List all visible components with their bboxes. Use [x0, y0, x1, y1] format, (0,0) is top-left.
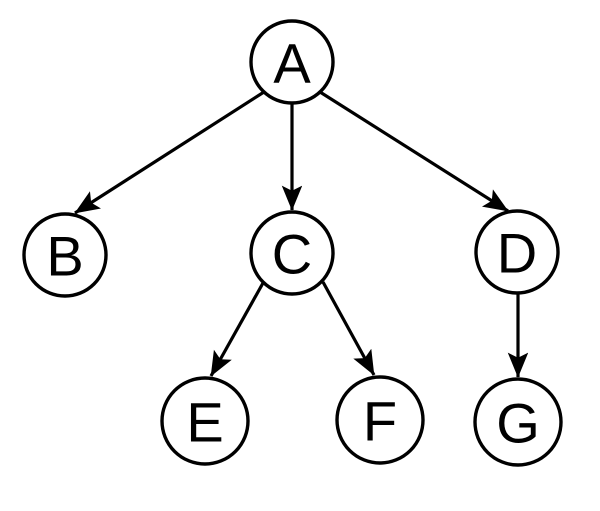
edge-line	[319, 90, 509, 213]
node-label-e: E	[186, 391, 223, 454]
edge-c-to-e	[209, 282, 265, 377]
nodes-layer: A B C D E F G	[22, 19, 563, 467]
edge-line	[321, 281, 376, 376]
node-e[interactable]: E	[160, 376, 250, 466]
node-label-g: G	[496, 392, 540, 455]
node-circle-f[interactable]	[335, 375, 425, 465]
node-label-a: A	[273, 32, 311, 95]
edge-line	[209, 282, 265, 377]
node-circle-b[interactable]	[22, 212, 108, 298]
node-circle-g[interactable]	[473, 377, 563, 467]
node-circle-e[interactable]	[160, 376, 250, 466]
node-label-b: B	[46, 225, 83, 288]
node-f[interactable]: F	[335, 375, 425, 465]
node-a[interactable]: A	[249, 19, 335, 105]
node-c[interactable]: C	[249, 210, 335, 296]
node-circle-d[interactable]	[474, 209, 560, 295]
node-g[interactable]: G	[473, 377, 563, 467]
node-circle-a[interactable]	[249, 19, 335, 105]
node-label-f: F	[363, 390, 397, 453]
edge-line	[74, 90, 265, 215]
edge-c-to-f	[321, 281, 376, 376]
edge-a-to-d	[319, 90, 509, 213]
node-circle-c[interactable]	[249, 210, 335, 296]
node-label-c: C	[272, 223, 312, 286]
node-d[interactable]: D	[474, 209, 560, 295]
node-label-d: D	[497, 222, 537, 285]
edge-a-to-b	[74, 90, 265, 215]
node-b[interactable]: B	[22, 212, 108, 298]
edges-layer	[74, 90, 529, 378]
